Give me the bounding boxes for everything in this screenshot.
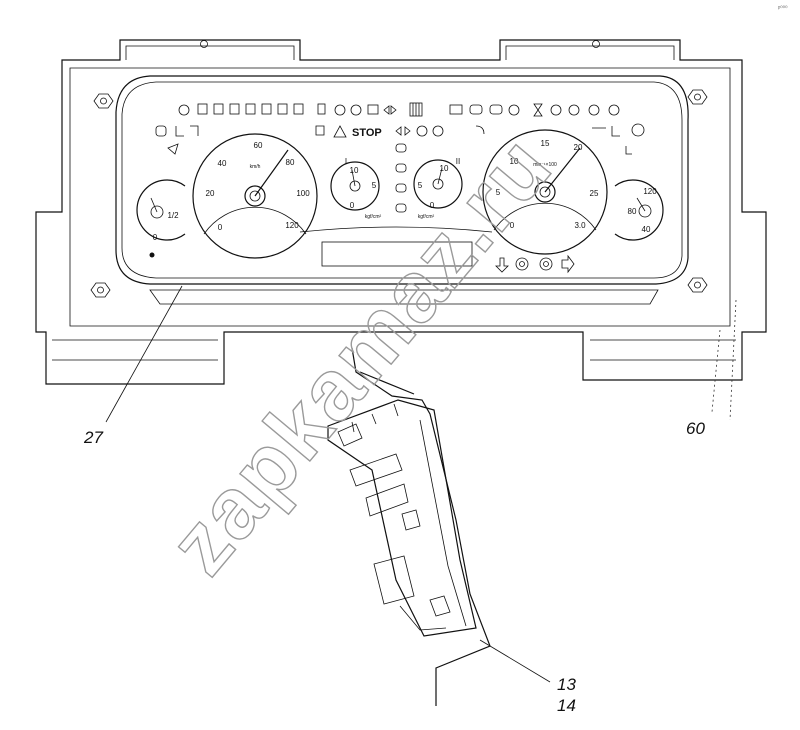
mounting-bolt-icon <box>687 277 708 293</box>
pressure-right-tick-5: 5 <box>418 181 423 190</box>
temp-tick-120: 120 <box>643 187 657 196</box>
cab-lock-icon <box>475 125 485 135</box>
speed-tick-100: 100 <box>296 189 310 198</box>
callout-14: 14 <box>557 696 576 715</box>
callout-60: 60 <box>686 419 705 438</box>
warning-triangle-icon <box>333 125 347 138</box>
speedometer-needle <box>254 149 289 197</box>
arrow-down-icon <box>495 257 509 273</box>
pressure-right-unit: kgf/cm² <box>418 214 435 220</box>
parking-light-icon <box>315 125 325 136</box>
pressure-left-tick-5: 5 <box>372 181 377 190</box>
oil-icon <box>592 123 645 155</box>
pressure-right-tick-10: 10 <box>440 164 449 173</box>
tacho-unit: min⁻¹×100 <box>533 162 557 168</box>
pressure-gauge-left: I 0 5 10 kgf/cm² <box>330 157 382 220</box>
pressure-left-roman: I <box>345 157 347 166</box>
leader-line-13-14 <box>479 639 551 683</box>
tacho-tick-15: 15 <box>541 139 550 148</box>
mounting-bolt-icon <box>90 282 111 298</box>
indicator-lamp-icon <box>539 257 553 271</box>
indicator-strip: STOP <box>155 102 645 213</box>
tacho-tick-5: 5 <box>496 188 501 197</box>
temperature-gauge: 120 80 40 <box>614 179 664 241</box>
indicator-lamp-icon <box>515 257 529 271</box>
cluster-housing <box>35 39 767 421</box>
speed-tick-20: 20 <box>206 189 215 198</box>
turn-arrows-icon <box>395 125 444 137</box>
mounting-bolt-icon <box>687 89 708 105</box>
pressure-left-unit: kgf/cm² <box>365 214 382 220</box>
battery-icon <box>449 103 620 117</box>
fuel-gauge: 1/2 0 <box>136 179 186 258</box>
tachometer-needle <box>544 147 581 193</box>
tacho-tick-20: 20 <box>574 143 583 152</box>
speed-tick-0: 0 <box>218 223 223 232</box>
pressure-right-roman: II <box>456 157 460 166</box>
temp-tick-80: 80 <box>628 207 637 216</box>
speed-tick-80: 80 <box>286 158 295 167</box>
mounting-bolt-icon <box>93 93 114 109</box>
stop-indicator: STOP <box>352 127 382 139</box>
connector-block <box>327 347 491 706</box>
fuel-tick-half: 1/2 <box>167 211 179 220</box>
temp-tick-40: 40 <box>642 225 651 234</box>
pressure-gauge-right: II 0 5 10 kgf/cm² <box>413 157 463 220</box>
speedometer: 0 20 40 60 80 100 120 km/h <box>192 133 318 259</box>
arrow-right-icon <box>561 254 575 274</box>
callout-27: 27 <box>83 428 103 447</box>
speed-tick-60: 60 <box>254 141 263 150</box>
callout-13: 13 <box>557 675 576 694</box>
trailer-icon <box>334 102 423 117</box>
tacho-tick-0: 0 <box>510 221 515 230</box>
axle-lock-icons <box>197 103 326 115</box>
brake-icon <box>395 143 407 213</box>
tacho-tick-10: 10 <box>510 157 519 166</box>
instrument-panel <box>115 75 689 305</box>
tacho-tick-30: 3.0 <box>574 221 586 230</box>
pressure-left-tick-0: 0 <box>350 201 355 210</box>
engine-heater-icon <box>155 125 199 155</box>
pressure-left-tick-10: 10 <box>350 166 359 175</box>
fuel-tick-0: 0 <box>153 233 158 242</box>
speed-tick-40: 40 <box>218 159 227 168</box>
speed-unit: km/h <box>250 164 261 170</box>
seatbelt-icon <box>178 104 190 116</box>
indicator-dot <box>149 252 155 258</box>
corner-mark: ᵖ⁰⁰⁰ <box>778 5 788 12</box>
lower-indicators <box>495 254 575 274</box>
speed-tick-120: 120 <box>285 221 299 230</box>
pressure-right-tick-0: 0 <box>430 201 435 210</box>
tachometer: 0 5 10 15 20 25 3.0 min⁻¹×100 <box>482 129 608 255</box>
lcd-display <box>321 241 473 267</box>
leader-line-60 <box>711 329 721 413</box>
leader-line-27 <box>105 285 183 423</box>
tacho-tick-25: 25 <box>590 189 599 198</box>
